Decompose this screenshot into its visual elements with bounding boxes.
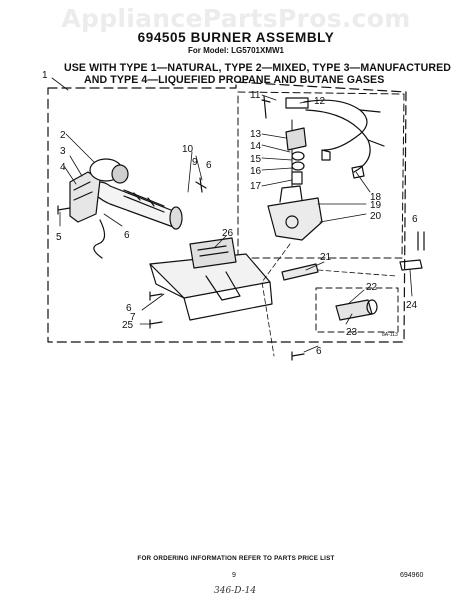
callout-11: 11 — [250, 90, 261, 101]
callout-16: 16 — [250, 166, 262, 177]
handwritten-note: 346-D-14 — [214, 586, 257, 596]
screw-11 — [261, 95, 271, 119]
callout-17: 17 — [250, 181, 262, 192]
usage-note-line-1: USE WITH TYPE 1—NATURAL, TYPE 2—MIXED, T… — [64, 62, 452, 74]
callout-9: 9 — [192, 157, 198, 168]
callout-22: 22 — [366, 282, 378, 293]
heat-shield — [189, 237, 237, 269]
callout-21: 21 — [320, 252, 332, 263]
callout-6b: 6 — [412, 214, 418, 225]
gas-tube — [281, 263, 319, 281]
screw-6-bracket — [149, 291, 163, 301]
callout-7: 7 — [130, 312, 136, 323]
wiring-harness — [303, 99, 368, 151]
screw-6-lower — [291, 351, 305, 361]
callout-3: 3 — [60, 146, 66, 157]
callout-19: 19 — [370, 200, 382, 211]
gas-valve — [267, 97, 323, 241]
orifice-group-boundary — [315, 287, 399, 333]
model-number: For Model: LG5701XMW1 — [187, 46, 284, 55]
page-title: 694505 BURNER ASSEMBLY — [137, 30, 335, 45]
callout-5: 5 — [56, 232, 62, 243]
callout-20: 20 — [370, 211, 382, 222]
callout-1: 1 — [42, 70, 48, 81]
document-number: 694960 — [400, 572, 424, 579]
assembly-boundary — [47, 81, 407, 343]
valve-group-boundary — [237, 91, 405, 259]
callout-6a: 6 — [124, 230, 130, 241]
callout-6d: 6 — [316, 346, 322, 357]
ordering-note: FOR ORDERING INFORMATION REFER TO PARTS … — [137, 555, 335, 562]
callout-25: 25 — [122, 320, 134, 331]
callout-18: 18 — [370, 192, 382, 203]
page-number: 9 — [232, 572, 236, 579]
screw-5 — [57, 205, 71, 215]
air-shutter — [69, 158, 129, 223]
callout-4: 4 — [60, 162, 66, 173]
drawing-code: 8A-113 — [382, 332, 398, 338]
callout-24: 24 — [406, 300, 418, 311]
callout-26: 26 — [222, 228, 234, 239]
callout-6c: 6 — [126, 303, 132, 314]
callout-12: 12 — [314, 96, 326, 107]
screw-25 — [149, 319, 163, 329]
callout-2: 2 — [60, 130, 66, 141]
callout-15: 15 — [250, 154, 262, 165]
callout-13: 13 — [250, 129, 262, 140]
burner-tube — [87, 181, 183, 230]
callout-6e: 6 — [206, 160, 212, 171]
callout-10: 10 — [182, 144, 194, 155]
orifice-hood — [335, 299, 378, 321]
watermark: AppliancePartsPros.com — [61, 4, 411, 33]
screw-9 — [195, 177, 207, 193]
usage-note-line-2: AND TYPE 4—LIQUEFIED PROPANE AND BUTANE … — [84, 74, 385, 86]
hood-clip — [399, 259, 423, 271]
callout-14: 14 — [250, 141, 262, 152]
callout-23: 23 — [346, 327, 358, 338]
ignitor-lead — [93, 219, 106, 259]
